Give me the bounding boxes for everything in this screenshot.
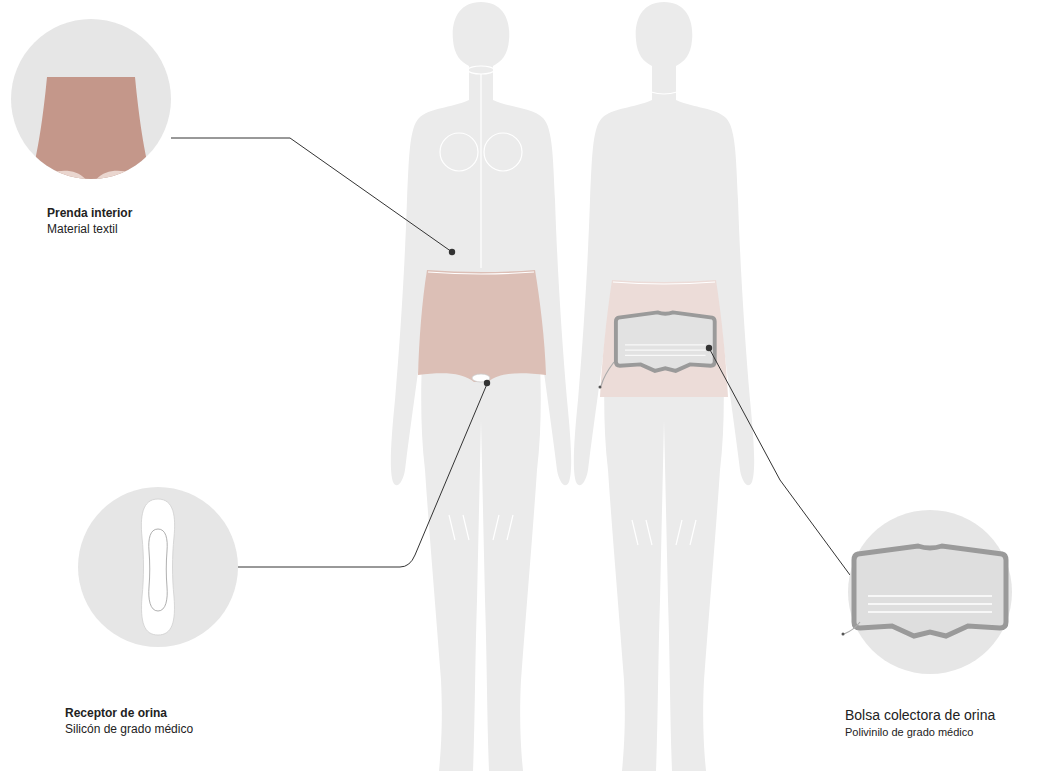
callout-circle <box>848 510 1012 674</box>
tube-end <box>842 633 845 636</box>
waistband <box>428 272 534 274</box>
back-underwear <box>600 280 728 397</box>
callout-art <box>11 19 171 179</box>
bag-lines <box>868 596 992 612</box>
neckline <box>468 66 494 74</box>
leader-line <box>709 348 850 575</box>
center-seam <box>480 74 481 268</box>
leader-line <box>238 384 487 567</box>
part-material: Polivinilo de grado médico <box>845 725 973 740</box>
front-mannequin <box>391 2 571 771</box>
callout-bag: Bolsa colectora de orinaPolivinilo de gr… <box>848 510 1012 674</box>
receptor-pad <box>141 499 174 635</box>
garment-hem <box>29 171 153 187</box>
callout-receptor: Receptor de orinaSilicón de grado médico <box>78 487 238 647</box>
callout-art <box>848 510 1012 674</box>
tube-end <box>599 386 602 389</box>
leader-dot <box>706 345 712 351</box>
leader-dot <box>449 249 455 255</box>
garment-sample <box>29 77 153 184</box>
bag-tube <box>844 622 860 634</box>
leader-line <box>171 138 452 252</box>
waistband <box>613 282 715 284</box>
part-name: Receptor de orina <box>65 705 167 721</box>
knee-mark <box>449 515 513 540</box>
bust-mark <box>484 133 522 171</box>
part-material: Silicón de grado médico <box>65 721 193 737</box>
neck-band <box>651 92 677 94</box>
back-bag <box>616 312 715 371</box>
callout-garment: Prenda interiorMaterial textil <box>11 19 171 179</box>
leader-dot <box>484 380 490 386</box>
part-name: Bolsa colectora de orina <box>845 706 995 725</box>
callout-art <box>78 487 238 647</box>
body-silhouette <box>391 2 571 771</box>
callout-circle <box>78 487 238 647</box>
receptor-inner <box>149 529 167 611</box>
back-mannequin <box>574 2 754 771</box>
bag-lines <box>625 345 706 355</box>
body-silhouette <box>574 2 754 771</box>
part-name: Prenda interior <box>47 205 132 221</box>
bust-mark <box>440 133 478 171</box>
knee-mark <box>632 520 696 545</box>
bag-outline <box>616 312 715 371</box>
bag-tube <box>601 362 614 386</box>
part-material: Material textil <box>47 221 118 237</box>
bag-outline <box>854 546 1006 636</box>
front-underwear <box>418 270 546 382</box>
